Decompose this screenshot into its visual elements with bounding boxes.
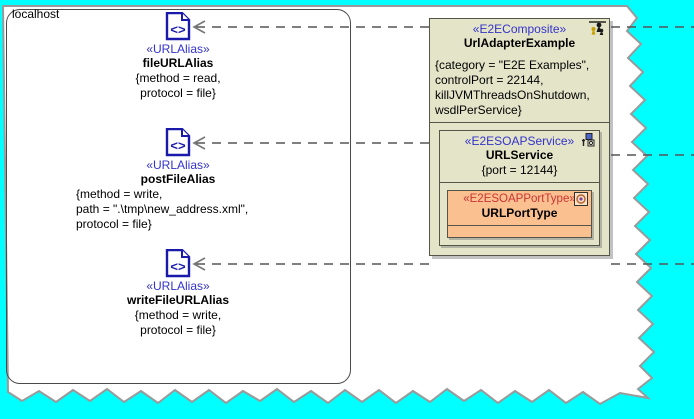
localhost-node[interactable] [6, 9, 351, 384]
alias-name: postFileAlias [140, 172, 216, 186]
alias-property-line: protocol = file} [76, 217, 152, 231]
composite-UrlAdapterExample[interactable]: «E2EComposite» UrlAdapterExample {catego… [429, 18, 610, 256]
alias-stereotype: «URLAlias» [146, 279, 210, 293]
composite-name: UrlAdapterExample [463, 36, 576, 50]
arrowhead-1 [192, 20, 206, 34]
alias-property-line: {method = write, [134, 308, 222, 322]
composite-property-line: wsdlPerService} [435, 103, 522, 117]
service-header: «E2ESOAPService» URLService {port = 1214… [440, 131, 599, 182]
alias-fileURLAlias[interactable]: <> «URLAlias» fileURLAlias {method = rea… [28, 11, 328, 101]
svg-text:<>: <> [170, 259, 186, 274]
alias-stereotype: «URLAlias» [146, 42, 210, 56]
service-stereotype: «E2ESOAPService» [464, 134, 575, 148]
alias-property-line: {method = write, [76, 187, 163, 201]
composite-header: «E2EComposite» UrlAdapterExample [430, 19, 609, 56]
porttype-name: URLPortType [481, 206, 558, 220]
porttype-URLPortType[interactable]: «E2ESOAPPortType» URLPortType [447, 190, 592, 238]
composite-stereotype: «E2EComposite» [472, 22, 567, 36]
svg-text:<>: <> [170, 138, 186, 153]
alias-property-line: protocol = file} [140, 323, 216, 337]
service-property-line: {port = 12144} [481, 163, 558, 177]
svg-text:<>: <> [170, 22, 186, 37]
arrowhead-3 [192, 257, 206, 271]
document-code-icon: <> [28, 248, 328, 279]
localhost-label: localhost [12, 7, 60, 21]
document-code-icon: <> [28, 127, 328, 158]
service-name: URLService [485, 148, 554, 162]
alias-property-line: {method = read, [135, 71, 221, 85]
alias-postFileAlias[interactable]: <> «URLAlias» postFileAlias {method = wr… [28, 127, 328, 232]
composite-body: «E2ESOAPService» URLService {port = 1214… [430, 123, 609, 255]
alias-property-line: protocol = file} [140, 86, 216, 100]
porttype-stereotype: «E2ESOAPPortType» [463, 193, 576, 205]
arrowhead-2 [192, 136, 206, 150]
composite-property-line: killJVMThreadsOnShutdown, [435, 88, 590, 102]
soap-service-icon [581, 133, 596, 148]
service-URLService[interactable]: «E2ESOAPService» URLService {port = 1214… [439, 130, 600, 246]
composite-property-line: controlPort = 22144, [435, 73, 544, 87]
composite-properties: {category = "E2E Examples", controlPort … [430, 56, 609, 122]
composite-component-icon [589, 21, 606, 36]
service-body: «E2ESOAPPortType» URLPortType [440, 182, 599, 245]
alias-name: writeFileURLAlias [126, 293, 230, 307]
alias-stereotype: «URLAlias» [146, 158, 210, 172]
alias-property-line: path = ".\tmp\new_address.xml", [76, 202, 249, 216]
composite-divider [430, 122, 609, 123]
document-code-icon: <> [28, 11, 328, 42]
alias-writeFileURLAlias[interactable]: <> «URLAlias» writeFileURLAlias {method … [28, 248, 328, 338]
porttype-empty-compartment [448, 225, 591, 237]
alias-name: fileURLAlias [142, 56, 214, 70]
porttype-header: «E2ESOAPPortType» URLPortType [448, 191, 591, 225]
composite-property-line: {category = "E2E Examples", [435, 58, 590, 72]
porttype-icon [574, 192, 588, 206]
